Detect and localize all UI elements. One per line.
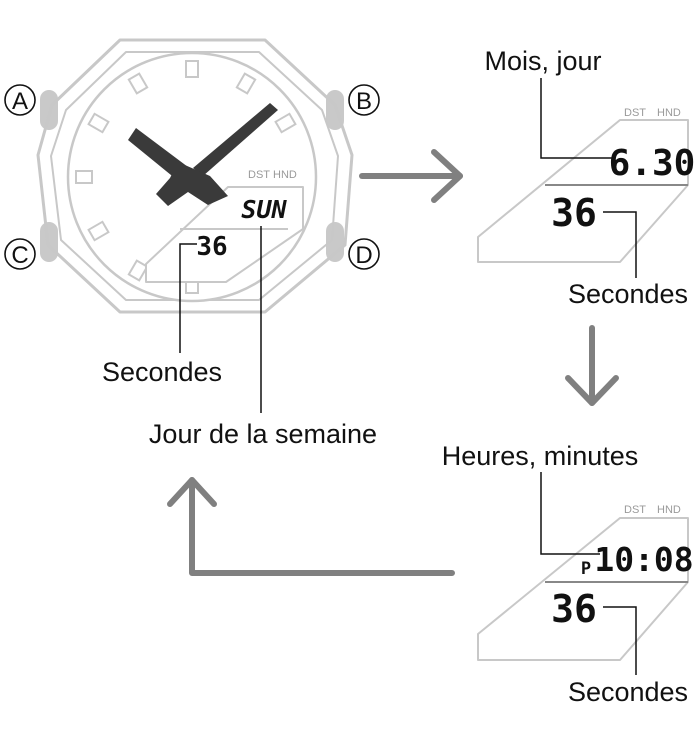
hour-marker bbox=[274, 112, 297, 134]
date-seconds-display: 36 bbox=[551, 191, 597, 235]
button-d-circle bbox=[348, 238, 380, 270]
button-c-label: C bbox=[4, 238, 36, 270]
date-panel: DST HND 6.30 36 bbox=[477, 78, 696, 278]
arrow-down bbox=[565, 325, 619, 406]
weekday-label: Jour de la semaine bbox=[149, 419, 377, 449]
button-d bbox=[326, 222, 344, 262]
time-dst-indicator: DST bbox=[624, 504, 646, 516]
month-day-display: 6.30 bbox=[609, 143, 696, 184]
flow-arrows bbox=[167, 149, 619, 576]
pm-marker: P bbox=[581, 559, 591, 579]
minute-hand bbox=[193, 103, 278, 176]
hour-marker bbox=[87, 220, 110, 242]
hours-minutes-label: Heures, minutes bbox=[442, 441, 639, 471]
weekday-display: SUN bbox=[241, 195, 287, 224]
dst-indicator: DST bbox=[248, 169, 270, 181]
hour-marker bbox=[127, 72, 149, 95]
month-day-label: Mois, jour bbox=[484, 46, 601, 76]
arrow-return-up bbox=[167, 477, 455, 576]
seconds-label-watch: Secondes bbox=[102, 357, 222, 387]
seconds-label-date: Secondes bbox=[568, 279, 688, 309]
time-seconds-leader-line bbox=[603, 606, 637, 675]
time-panel: DST HND P 10:08 36 bbox=[477, 472, 694, 675]
hand-center bbox=[156, 162, 228, 206]
button-a-letter: A bbox=[12, 88, 28, 115]
button-b-circle bbox=[348, 84, 380, 116]
date-seconds-leader-line bbox=[603, 211, 637, 278]
hour-marker bbox=[127, 259, 149, 282]
watch-bezel bbox=[50, 51, 339, 301]
button-b-letter: B bbox=[356, 88, 372, 115]
seconds-label-time: Secondes bbox=[568, 677, 688, 707]
watch-case bbox=[36, 38, 354, 314]
hnd-indicator: HND bbox=[273, 169, 297, 181]
hours-minutes-display: 10:08 bbox=[594, 540, 693, 579]
date-dst-indicator: DST bbox=[624, 107, 646, 119]
arrow-right bbox=[359, 149, 463, 203]
button-c-letter: C bbox=[11, 242, 28, 269]
hour-marker bbox=[185, 60, 199, 78]
seconds-leader-line bbox=[179, 243, 197, 353]
button-b-label: B bbox=[348, 84, 380, 116]
button-a bbox=[40, 90, 58, 130]
button-c-circle bbox=[4, 238, 36, 270]
watch: DST HND SUN 36 A B C D bbox=[4, 38, 380, 413]
button-a-label: A bbox=[4, 84, 36, 116]
hours-minutes-leader-line bbox=[540, 472, 600, 555]
seconds-display: 36 bbox=[196, 232, 227, 262]
time-seconds-display: 36 bbox=[551, 587, 597, 631]
month-day-leader-line bbox=[540, 78, 613, 159]
time-hnd-indicator: HND bbox=[657, 504, 681, 516]
hour-marker bbox=[235, 72, 257, 95]
button-d-letter: D bbox=[355, 242, 372, 269]
button-d-label: D bbox=[348, 238, 380, 270]
hour-markers bbox=[75, 60, 297, 294]
hour-marker bbox=[75, 170, 93, 184]
button-a-circle bbox=[4, 84, 36, 116]
hour-marker bbox=[87, 112, 110, 134]
date-hnd-indicator: HND bbox=[657, 107, 681, 119]
